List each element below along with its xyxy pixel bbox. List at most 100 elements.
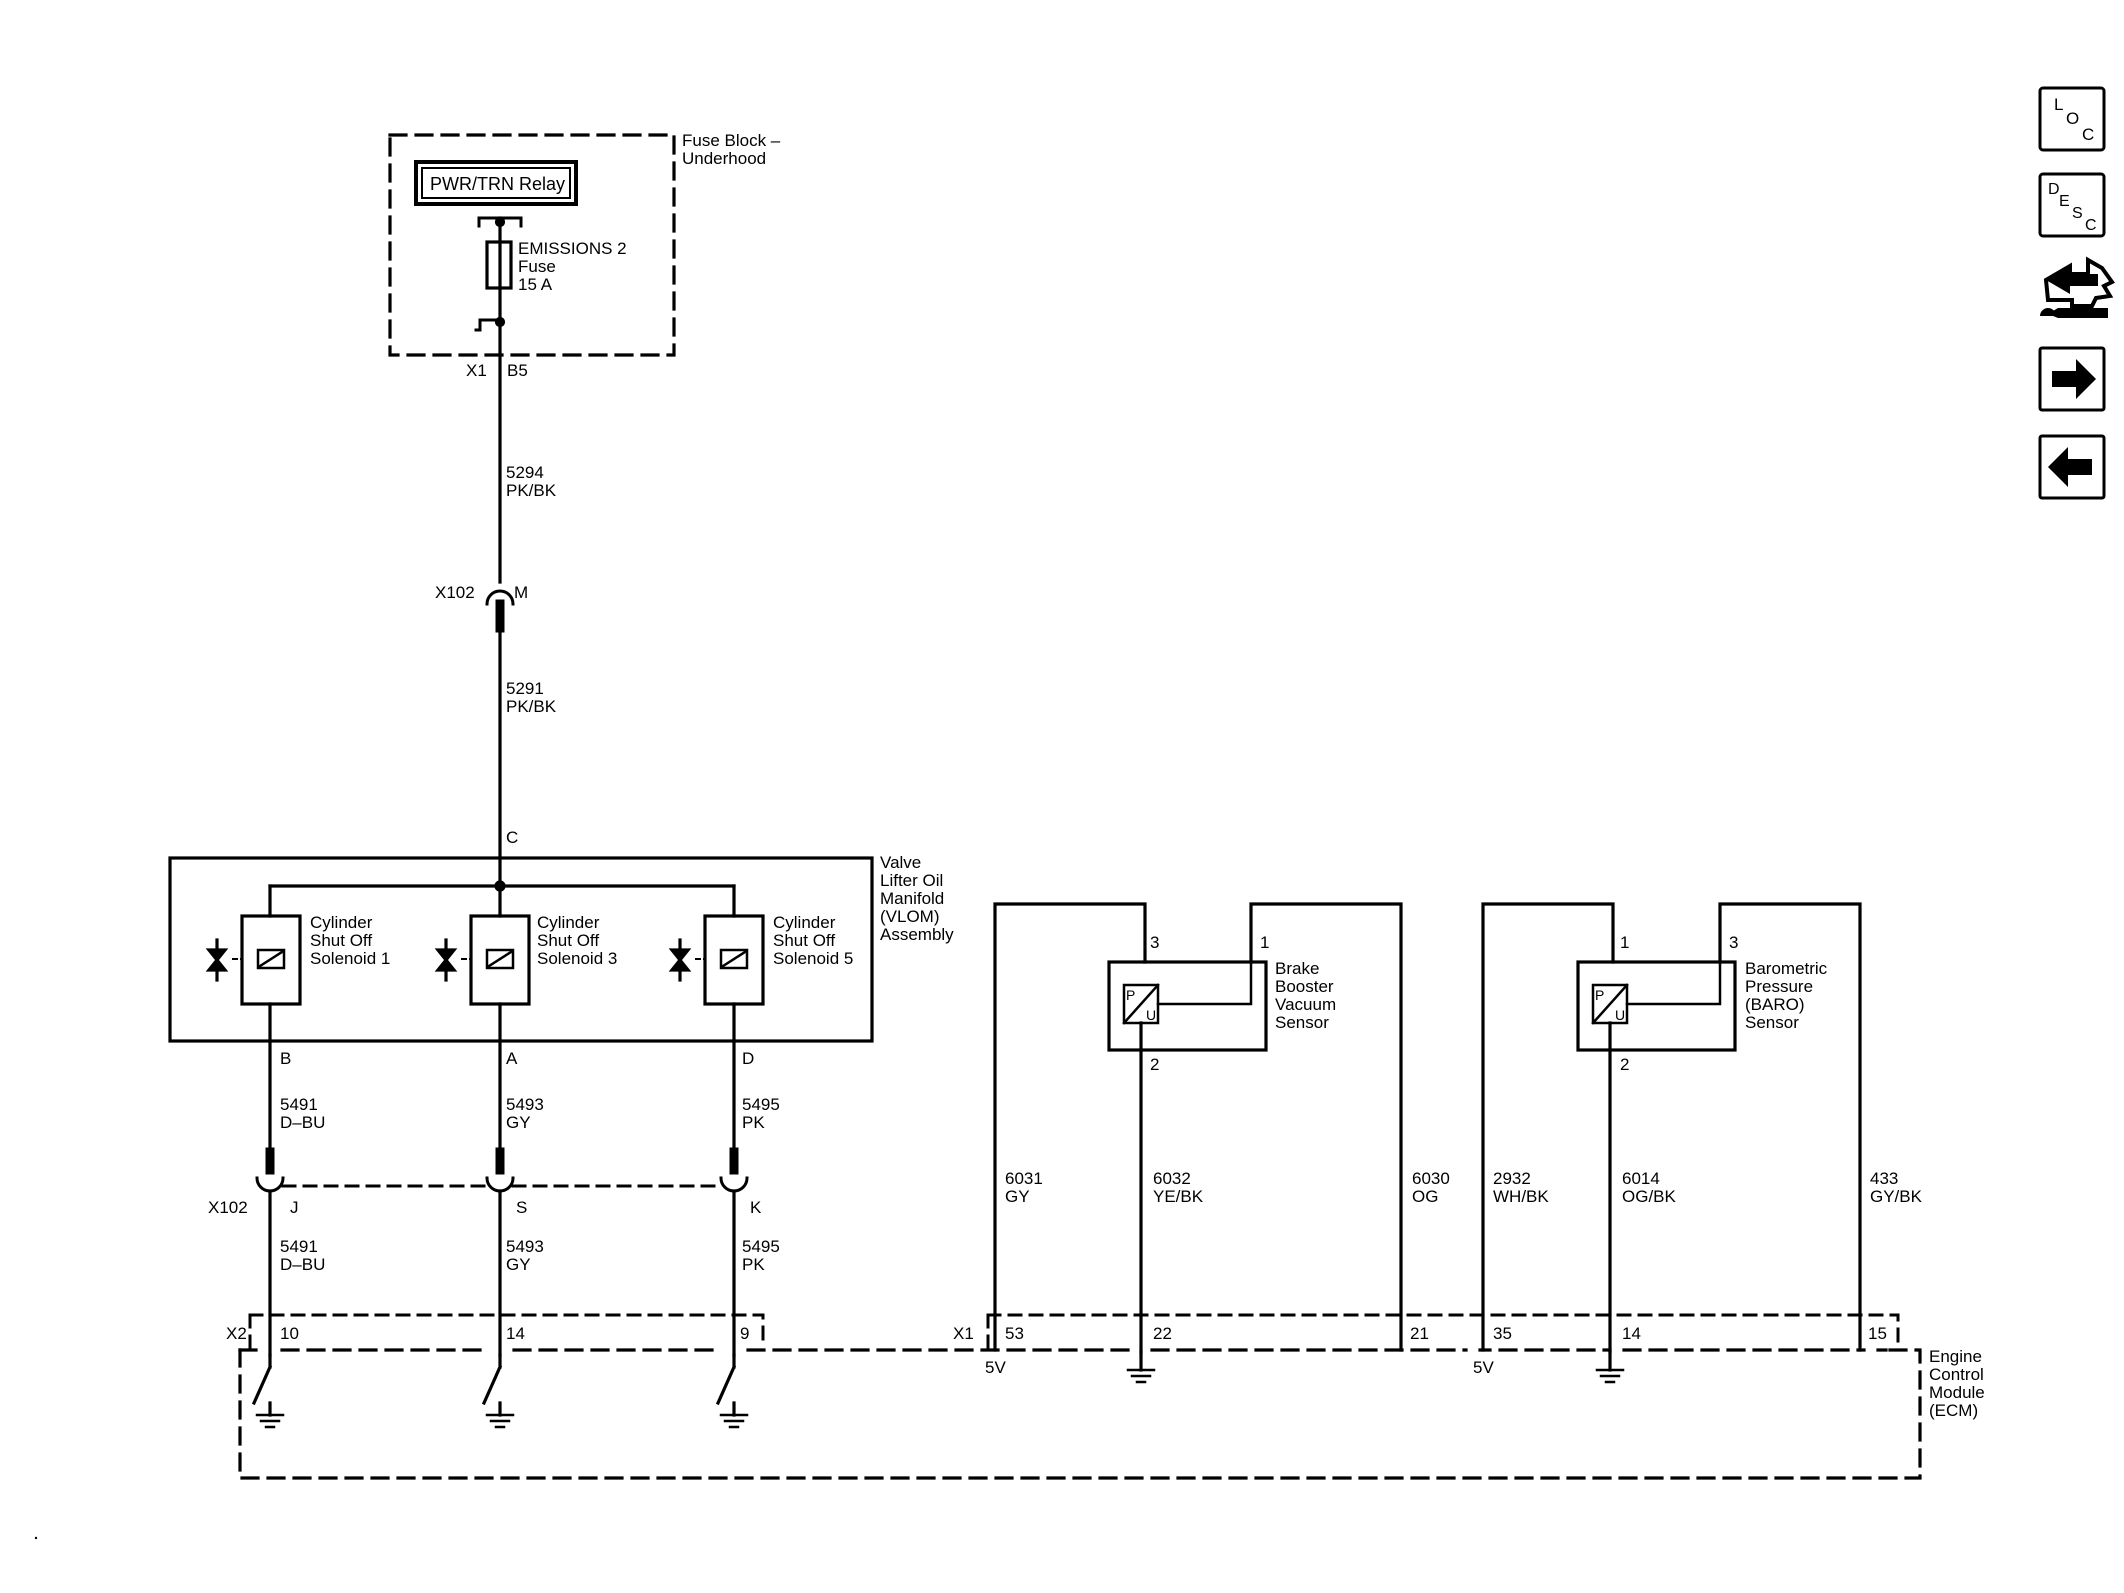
wire-5495b-circuit: 5495 [742,1237,780,1256]
brake-sensor-title-4: Sensor [1275,1013,1329,1032]
arrow-right-icon[interactable] [2052,359,2096,399]
ecm-x1-pin-53: 53 [1005,1324,1024,1343]
wire-6014-color: OG/BK [1622,1187,1677,1206]
connector-wrench-icon[interactable] [2040,256,2115,318]
wire-433-color: GY/BK [1870,1187,1923,1206]
fuse-label-3: 15 A [518,275,553,294]
ecm-title-1: Engine [1929,1347,1982,1366]
desc-letter-d: D [2048,181,2060,198]
ecm-outline [238,1348,1922,1480]
nav-loc-button[interactable]: L O C [2038,86,2106,152]
loc-letter-c: C [2082,125,2094,144]
fuse-block-connector: X1 [466,361,487,380]
solenoid-5-pin: D [742,1049,754,1068]
x102-bottom-connector: X102 [208,1198,248,1217]
wire-5495a-color: PK [742,1113,765,1132]
ecm-title-2: Control [1929,1365,1984,1384]
solenoid-1-label-2: Shut Off [310,931,372,950]
wire-5294-color: PK/BK [506,481,557,500]
ecm-x1-pin-14: 14 [1622,1324,1641,1343]
wire-5491b-circuit: 5491 [280,1237,318,1256]
vlom-title-1: Valve [880,853,921,872]
x102-bottom-pin-k: K [750,1198,762,1217]
solenoid-1-label-3: Solenoid 1 [310,949,390,968]
brake-sensor-pin-1: 1 [1260,933,1269,952]
wire-5493b-color: GY [506,1255,531,1274]
fuse-block-pin: B5 [507,361,528,380]
x102-top-connector: X102 [435,583,475,602]
nav-desc-button[interactable]: D E S C [2038,172,2106,238]
wire-5294-circuit: 5294 [506,463,544,482]
wire-6031-circuit: 6031 [1005,1169,1043,1188]
wire-6014-circuit: 6014 [1622,1169,1660,1188]
ecm-x2-pin-9: 9 [740,1324,749,1343]
ecm-x1-pin-22: 22 [1153,1324,1172,1343]
ecm-x2-pin-14: 14 [506,1324,525,1343]
vlom-input-pin: C [506,828,518,847]
wire-5491a-color: D–BU [280,1113,325,1132]
solenoid-5-label-1: Cylinder [773,913,836,932]
fuse-block-outline [388,133,676,357]
wire-2932-circuit: 2932 [1493,1169,1531,1188]
desc-letter-s: S [2072,205,2083,222]
x102-bottom-pin-s: S [516,1198,527,1217]
vlom-title-3: Manifold [880,889,944,908]
wire-5493a-color: GY [506,1113,531,1132]
solenoid-5-label-2: Shut Off [773,931,835,950]
relay-box-inner [421,167,571,199]
solenoid-3-label-1: Cylinder [537,913,600,932]
wire-2932-color: WH/BK [1493,1187,1549,1206]
fuse-label-2: Fuse [518,257,556,276]
wire-6032-color: YE/BK [1153,1187,1204,1206]
baro-sensor-symbol-p: P [1595,987,1604,1003]
wire-6030-circuit: 6030 [1412,1169,1450,1188]
vlom-title-2: Lifter Oil [880,871,943,890]
x102-bottom-pin-j: J [290,1198,299,1217]
ecm-x1-connector: X1 [953,1324,974,1343]
baro-sensor-title-1: Barometric [1745,959,1828,978]
solenoid-3-pin: A [506,1049,518,1068]
solenoid-3-label-2: Shut Off [537,931,599,950]
ecm-title-4: (ECM) [1929,1401,1978,1420]
wire-5291-circuit: 5291 [506,679,544,698]
brake-booster-vacuum-sensor-body [1107,960,1268,1052]
desc-icon[interactable] [2038,172,2106,238]
brake-sensor-title-3: Vacuum [1275,995,1336,1014]
brake-sensor-pin-3: 3 [1150,933,1159,952]
nav-forward-button[interactable] [2038,346,2106,412]
solenoid-1-label-1: Cylinder [310,913,373,932]
brake-sensor-symbol-p: P [1126,987,1135,1003]
vlom-title-5: Assembly [880,925,954,944]
relay-box-outer [414,160,578,206]
ecm-title-3: Module [1929,1383,1985,1402]
wire-6032-circuit: 6032 [1153,1169,1191,1188]
brake-sensor-title-2: Booster [1275,977,1334,996]
baro-sensor-pin-3: 3 [1729,933,1738,952]
wire-5291-color: PK/BK [506,697,557,716]
baro-sensor-pin-2: 2 [1620,1055,1629,1074]
solenoid-3-label-3: Solenoid 3 [537,949,617,968]
baro-sensor-pin-1: 1 [1620,933,1629,952]
vlom-title-4: (VLOM) [880,907,940,926]
ecm-x1-pin-35: 35 [1493,1324,1512,1343]
brake-sensor-pin-2: 2 [1150,1055,1159,1074]
loc-letter-l: L [2054,95,2063,114]
wire-5493a-circuit: 5493 [506,1095,544,1114]
brake-sensor-symbol-u: U [1146,1007,1156,1023]
arrow-left-icon[interactable] [2048,447,2092,487]
ecm-5v-label-1: 5V [985,1358,1006,1377]
fuse-block-title-1: Fuse Block – [682,131,781,150]
wire-433-circuit: 433 [1870,1169,1898,1188]
nav-back-button[interactable] [2038,434,2106,500]
wire-5491b-color: D–BU [280,1255,325,1274]
wire-6031-color: GY [1005,1187,1030,1206]
ecm-x1-pin-21: 21 [1410,1324,1429,1343]
vlom-assembly-outline [168,856,874,1043]
wire-5493b-circuit: 5493 [506,1237,544,1256]
ecm-x2-pin-10: 10 [280,1324,299,1343]
loc-icon[interactable] [2038,86,2106,152]
baro-sensor-body [1576,960,1737,1052]
solenoid-5-label-3: Solenoid 5 [773,949,853,968]
wire-5495a-circuit: 5495 [742,1095,780,1114]
fuse-label-1: EMISSIONS 2 [518,239,627,258]
